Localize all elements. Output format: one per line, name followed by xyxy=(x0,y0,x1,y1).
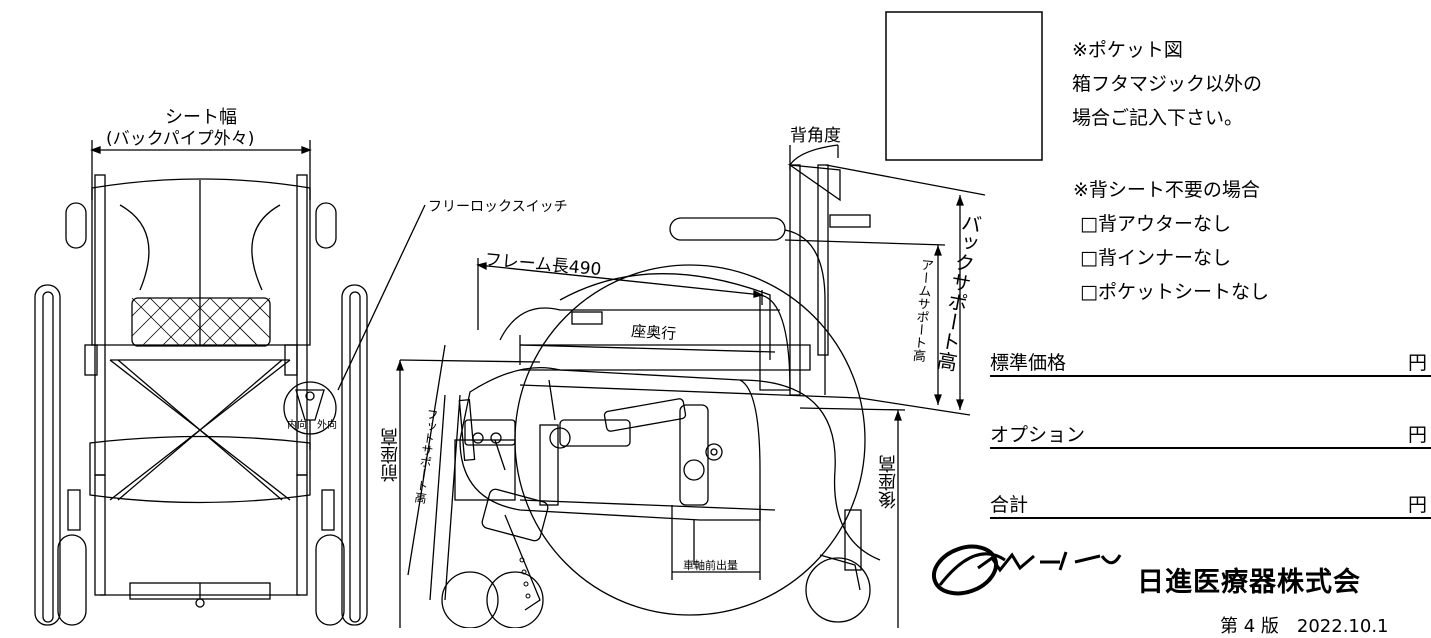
seat-width-label: シート幅 xyxy=(165,107,237,128)
price-row-option: オプション 円 xyxy=(990,417,1431,449)
option-price-label: オプション xyxy=(990,424,1086,446)
seat-width-sub-label: (バックパイプ外々) xyxy=(106,129,255,149)
standard-price-unit: 円 xyxy=(1407,352,1427,374)
edition-text: 第 4 版 2022.10.1 xyxy=(1220,616,1389,637)
pocket-note-line-1: ※ポケット図 xyxy=(1072,39,1183,61)
inward-label: 内向 xyxy=(287,420,307,431)
pocket-note-line-2: 箱フタマジック以外の xyxy=(1072,73,1263,95)
option-no-back-outer: □背アウターなし xyxy=(1080,213,1231,235)
price-row-standard: 標準価格 円 xyxy=(990,345,1431,377)
option-no-back-inner: □背インナーなし xyxy=(1080,247,1231,269)
side-view-wheelchair xyxy=(396,144,986,628)
standard-price-label: 標準価格 xyxy=(990,352,1067,374)
pocket-drawing-box xyxy=(885,11,1043,161)
front-view-wheelchair xyxy=(34,140,426,626)
outward-label: 外向 xyxy=(317,420,337,431)
company-name: 日進医療器株式会 xyxy=(1137,567,1361,598)
total-price-label: 合計 xyxy=(990,494,1029,516)
axle-forward-label: 車軸前出量 xyxy=(683,559,738,572)
free-lock-switch-label: フリーロックスイッチ xyxy=(428,199,568,215)
rear-seat-height-label: 後座高 xyxy=(878,455,899,509)
no-back-seat-title: ※背シート不要の場合 xyxy=(1073,179,1260,201)
nissin-logo-icon xyxy=(932,544,1122,596)
pocket-note-line-3: 場合ご記入下さい。 xyxy=(1072,107,1244,129)
back-angle-label: 背角度 xyxy=(790,126,841,146)
total-price-unit: 円 xyxy=(1407,494,1427,516)
seat-depth-label: 座奥行 xyxy=(630,321,677,344)
option-no-pocket-seat: □ポケットシートなし xyxy=(1080,281,1269,303)
front-seat-height-label: 前座高 xyxy=(380,428,401,482)
option-price-unit: 円 xyxy=(1407,424,1427,446)
price-row-total: 合計 円 xyxy=(990,487,1431,519)
